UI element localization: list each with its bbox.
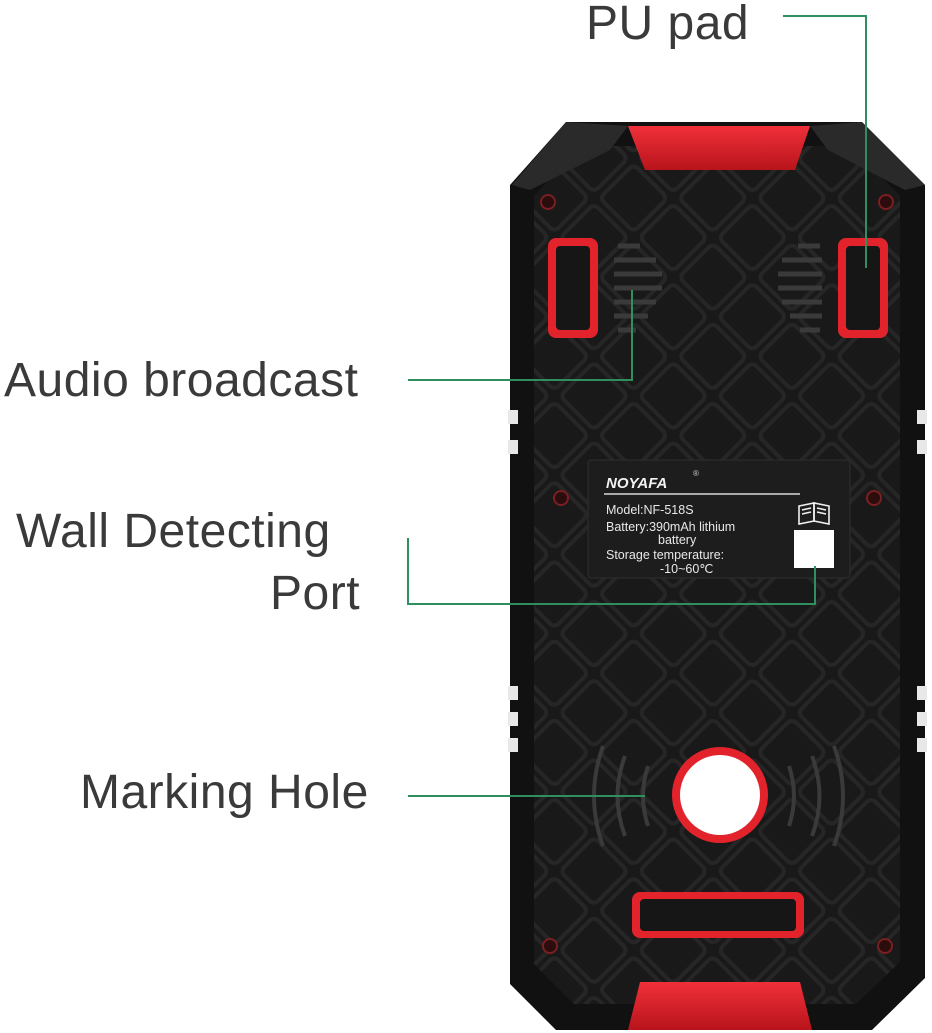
book-icon <box>798 502 830 525</box>
wall-detecting-port <box>794 530 834 568</box>
leader-wall-port <box>407 538 816 605</box>
pu-pad-bottom <box>632 892 804 938</box>
model-text: Model:NF-518S <box>606 503 694 517</box>
callout-audio-broadcast: Audio broadcast <box>4 354 359 407</box>
callout-wall-detecting: Wall Detecting <box>16 505 331 558</box>
storage-text-1: Storage temperature: <box>606 548 724 562</box>
brand-logo: NOYAFA <box>606 475 667 492</box>
pu-pad-right <box>838 238 888 338</box>
speaker-grille-right <box>778 243 822 333</box>
battery-text-2: battery <box>658 533 697 547</box>
leader-audio <box>408 290 633 381</box>
callout-wall-detecting-port: Port <box>270 567 361 620</box>
marking-hole <box>680 755 760 835</box>
screws <box>540 194 894 954</box>
registered-mark-icon: ® <box>693 469 699 478</box>
label-plate: NOYAFA ® Model:NF-518S Battery:390mAh li… <box>587 459 851 579</box>
top-bumper <box>512 122 925 190</box>
battery-text-1: Battery:390mAh lithium <box>606 520 735 534</box>
leader-pu-pad <box>783 15 867 268</box>
callout-marking-hole: Marking Hole <box>80 766 369 819</box>
pu-pad-left <box>548 238 598 338</box>
storage-text-2: -10~60℃ <box>660 562 713 576</box>
callout-pu-pad: PU pad <box>586 0 750 50</box>
leader-lines <box>407 15 867 797</box>
bottom-bumper <box>628 982 812 1030</box>
